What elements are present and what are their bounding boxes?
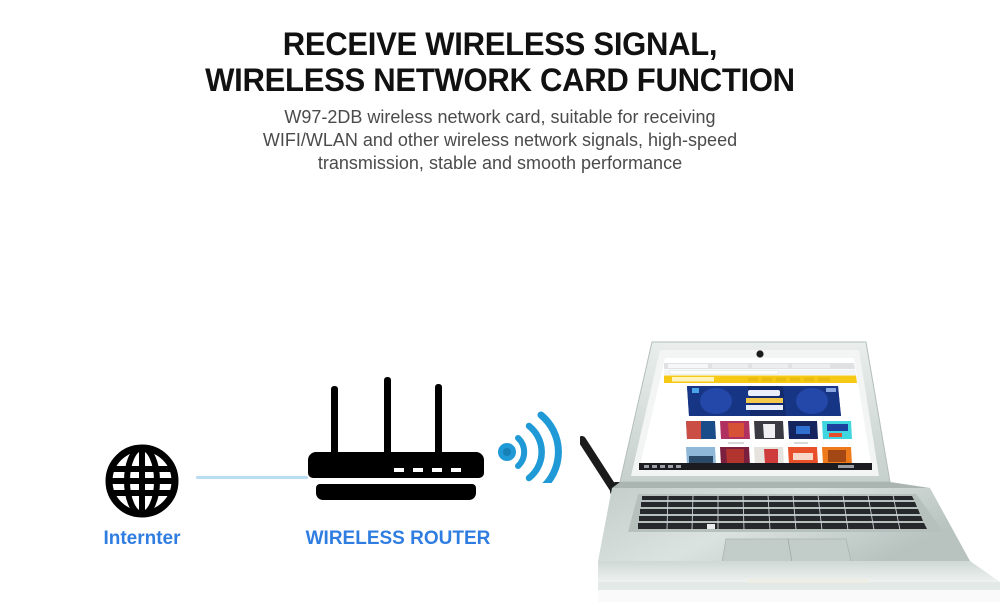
page-description: W97-2DB wireless network card, suitable … (262, 107, 738, 173)
page-title-line-2: WIRELESS NETWORK CARD FUNCTION (205, 62, 795, 98)
router-antenna (435, 384, 442, 458)
router-led (413, 468, 423, 472)
globe-icon (104, 443, 180, 519)
page-title: RECEIVE WIRELESS SIGNAL, WIRELESS NETWOR… (15, 26, 985, 98)
router-antenna (331, 386, 338, 458)
wifi-signal-icon (496, 407, 562, 493)
router-led (451, 468, 461, 472)
laptop-icon (598, 336, 1000, 611)
router-body (308, 452, 484, 478)
router-led (394, 468, 404, 472)
connection-line (196, 476, 308, 479)
router-label: WIRELESS ROUTER (305, 528, 491, 549)
internet-label: Internter (103, 528, 181, 549)
wireless-router-icon (308, 377, 484, 500)
router-antenna (384, 377, 391, 458)
router-base (316, 484, 476, 500)
router-led (432, 468, 442, 472)
page-title-line-1: RECEIVE WIRELESS SIGNAL, (282, 26, 718, 62)
